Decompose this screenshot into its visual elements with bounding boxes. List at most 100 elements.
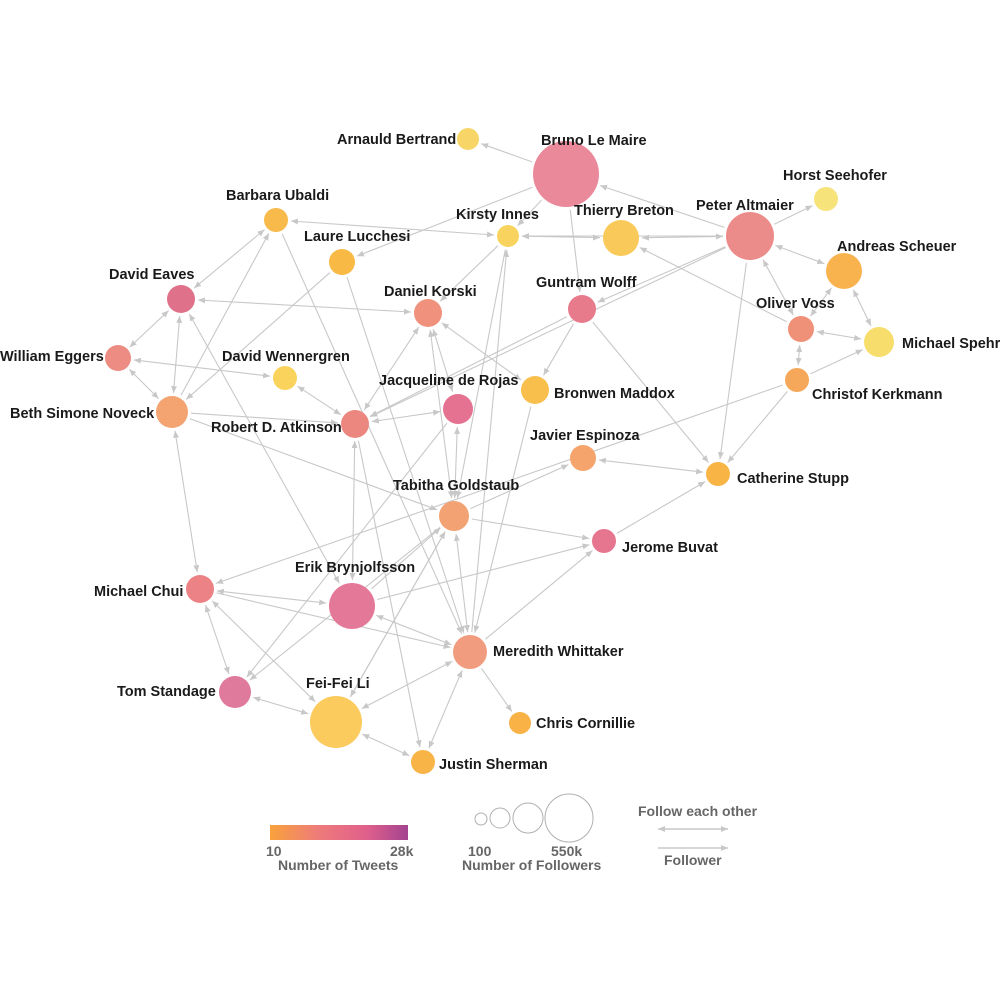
node-tabitha[interactable] xyxy=(439,501,469,531)
node-chris[interactable] xyxy=(509,712,531,734)
node-peter[interactable] xyxy=(726,212,774,260)
edge-javier-catherine xyxy=(598,457,704,475)
node-meredith[interactable] xyxy=(453,635,487,669)
node-bruno[interactable] xyxy=(533,141,599,207)
node-feifei[interactable] xyxy=(310,696,362,748)
edge-feifei-tom xyxy=(253,696,309,715)
node-catherine[interactable] xyxy=(706,462,730,486)
edge-tabitha-meredith xyxy=(453,533,470,633)
edge-olivervoss-thierry xyxy=(639,247,787,323)
edge-erik-meredith xyxy=(376,614,452,646)
edge-andreas-michaelspehr xyxy=(852,289,872,327)
node-barbara[interactable] xyxy=(264,208,288,232)
edge-beth-tabitha xyxy=(189,418,438,511)
edge-peter-guntram xyxy=(597,246,726,303)
edge-tabitha-jerome xyxy=(471,518,590,541)
node-davidw[interactable] xyxy=(273,366,297,390)
node-jacqueline[interactable] xyxy=(443,394,473,424)
node-label-feifei: Fei-Fei Li xyxy=(306,676,370,692)
edge-feifei-justin xyxy=(362,733,410,757)
node-kirsty[interactable] xyxy=(497,225,519,247)
node-label-bronwen: Bronwen Maddox xyxy=(554,386,675,402)
legend: 10 28k Number of Tweets 100 550k Number … xyxy=(266,793,758,873)
edge-peter-bruno xyxy=(599,184,725,228)
edge-christof-michaelspehr xyxy=(810,349,863,375)
node-label-thierry: Thierry Breton xyxy=(574,203,674,219)
edge-beth-robert xyxy=(190,412,339,426)
edge-meredith-jerome xyxy=(485,550,593,640)
edge-bruno-arnauld xyxy=(481,143,533,163)
node-jerome[interactable] xyxy=(592,529,616,553)
edge-peter-andreas xyxy=(775,244,825,265)
edge-peter-olivervoss xyxy=(762,259,794,316)
node-label-michaelspehr: Michael Spehr xyxy=(902,336,1000,352)
followers-max-label: 550k xyxy=(551,843,582,859)
edge-peter-horst xyxy=(774,205,813,225)
node-label-daniel: Daniel Korski xyxy=(384,284,477,300)
nodes-layer xyxy=(105,128,894,774)
node-erik[interactable] xyxy=(329,583,375,629)
node-michaelspehr[interactable] xyxy=(864,327,894,357)
node-beth[interactable] xyxy=(156,396,188,428)
node-label-erik: Erik Brynjolfsson xyxy=(295,560,415,576)
edge-olivervoss-andreas xyxy=(810,287,832,317)
node-guntram[interactable] xyxy=(568,295,596,323)
edge-legend: Follow each other Follower xyxy=(638,803,758,868)
node-label-tabitha: Tabitha Goldstaub xyxy=(393,478,519,494)
edge-davidw-robert xyxy=(297,385,342,416)
node-label-guntram: Guntram Wolff xyxy=(536,275,637,291)
edge-guntram-robert xyxy=(369,316,568,417)
edge-guntram-catherine xyxy=(592,321,709,463)
edge-daniel-bronwen xyxy=(441,322,522,381)
edge-davideaves-beth xyxy=(171,315,183,394)
node-thierry[interactable] xyxy=(603,220,639,256)
follower-size-small xyxy=(474,812,488,826)
node-javier[interactable] xyxy=(570,445,596,471)
node-label-javier: Javier Espinoza xyxy=(530,428,641,444)
node-christof[interactable] xyxy=(785,368,809,392)
node-robert[interactable] xyxy=(341,410,369,438)
edge-davideaves-barbara xyxy=(193,229,265,289)
node-bronwen[interactable] xyxy=(521,376,549,404)
node-laure[interactable] xyxy=(329,249,355,275)
follower-label: Follower xyxy=(664,852,722,868)
node-label-davidw: David Wennergren xyxy=(222,349,350,365)
node-tom[interactable] xyxy=(219,676,251,708)
node-daniel[interactable] xyxy=(414,299,442,327)
node-label-justin: Justin Sherman xyxy=(439,757,548,773)
edge-guntram-bronwen xyxy=(543,323,574,376)
edge-jacqueline-tom xyxy=(246,422,448,678)
node-label-christof: Christof Kerkmann xyxy=(812,387,943,403)
node-label-horst: Horst Seehofer xyxy=(783,168,887,184)
edge-michaelchui-meredith xyxy=(216,592,451,649)
node-olivervoss[interactable] xyxy=(788,316,814,342)
edge-peter-catherine xyxy=(717,262,747,460)
node-label-arnauld: Arnauld Bertrand xyxy=(337,132,456,148)
edge-olivervoss-michaelspehr xyxy=(816,329,862,341)
node-label-william: William Eggers xyxy=(0,349,104,365)
node-davideaves[interactable] xyxy=(167,285,195,313)
tweets-legend-title: Number of Tweets xyxy=(278,857,399,873)
edge-jacqueline-tabitha xyxy=(451,426,461,499)
node-justin[interactable] xyxy=(411,750,435,774)
node-label-chris: Chris Cornillie xyxy=(536,716,635,732)
node-label-barbara: Barbara Ubaldi xyxy=(226,188,329,204)
node-william[interactable] xyxy=(105,345,131,371)
node-label-michaelchui: Michael Chui xyxy=(94,584,183,600)
edge-meredith-kirsty xyxy=(471,249,510,633)
node-andreas[interactable] xyxy=(826,253,862,289)
edge-kirsty-daniel xyxy=(439,245,499,302)
node-michaelchui[interactable] xyxy=(186,575,214,603)
node-arnauld[interactable] xyxy=(457,128,479,150)
tweets-legend: 10 28k Number of Tweets xyxy=(266,825,414,873)
follower-size-large xyxy=(512,802,544,834)
edge-meredith-chris xyxy=(481,668,513,712)
edge-michaelchui-feifei xyxy=(211,600,316,703)
node-label-kirsty: Kirsty Innes xyxy=(456,207,539,223)
node-horst[interactable] xyxy=(814,187,838,211)
node-label-peter: Peter Altmaier xyxy=(696,198,794,214)
node-label-andreas: Andreas Scheuer xyxy=(837,239,957,255)
edge-tabitha-javier xyxy=(470,464,569,510)
edge-bruno-guntram xyxy=(569,209,583,293)
